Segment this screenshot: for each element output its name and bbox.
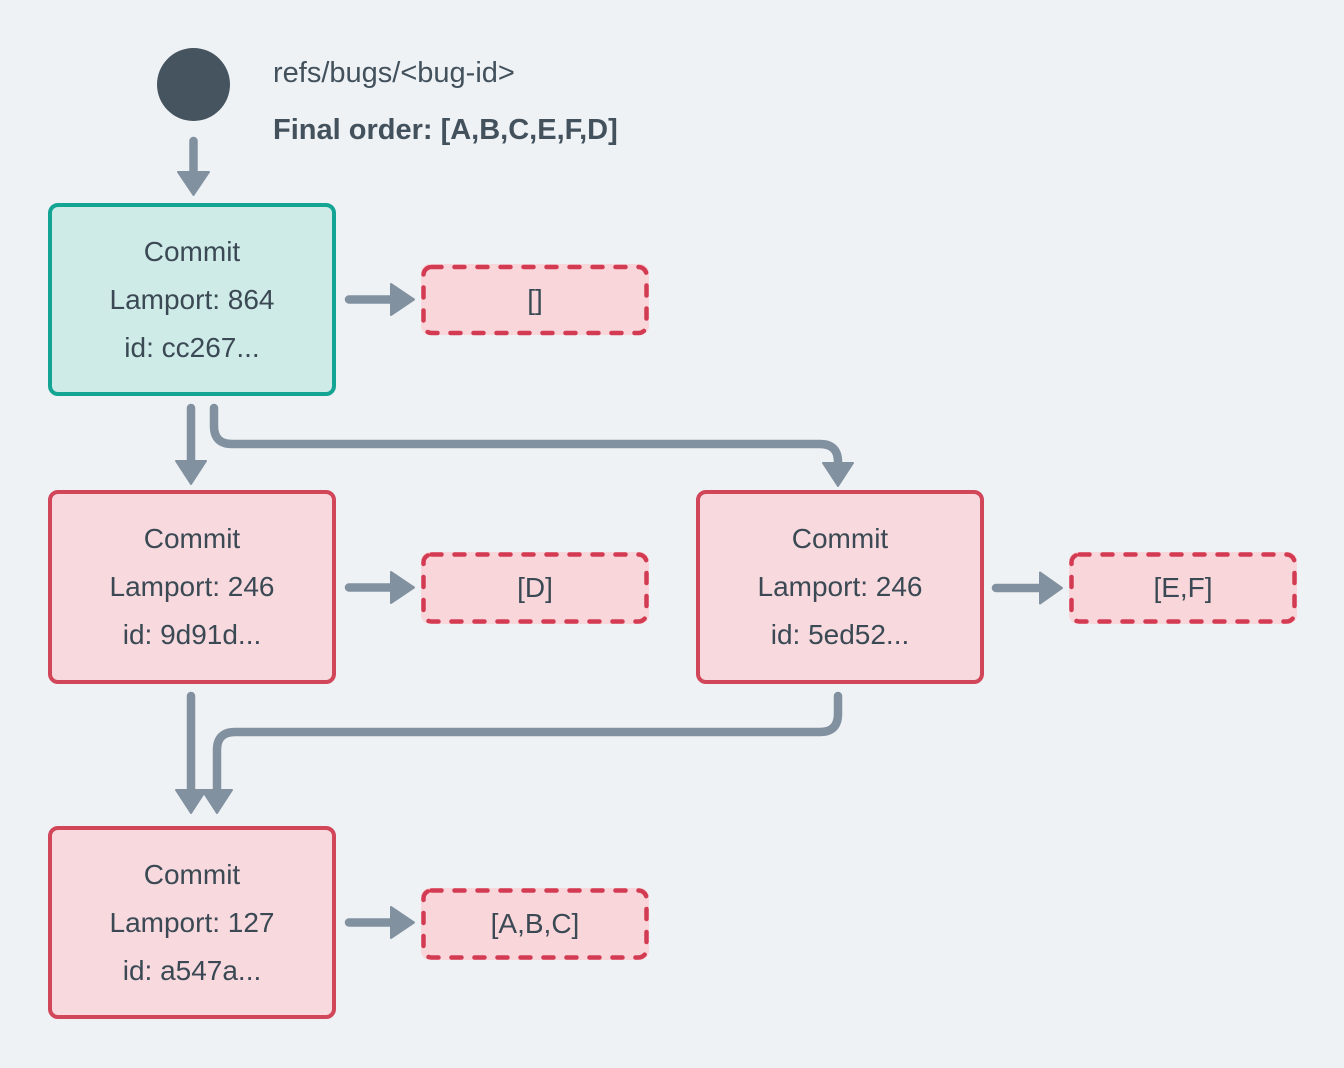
operations-list-root: [] <box>421 264 649 336</box>
ref-name-label: refs/bugs/<bug-id> <box>273 57 515 89</box>
dashed-border <box>421 552 649 624</box>
operations-value: [E,F] <box>1153 572 1213 603</box>
arrow-root-to-ops <box>344 283 415 316</box>
dashed-border <box>421 264 649 336</box>
operations-list-left: [D] <box>421 552 649 624</box>
dashed-border <box>421 888 649 960</box>
operations-list-bottom: [A,B,C] <box>421 888 649 960</box>
arrow-root-to-right <box>209 403 854 487</box>
commit-node-bottom: Commit Lamport: 127 id: a547a... <box>48 826 336 1019</box>
arrow-left-to-ops <box>344 571 415 604</box>
commit-title: Commit <box>143 858 241 890</box>
commit-title: Commit <box>143 235 241 267</box>
arrow-root-to-left <box>175 403 207 485</box>
commit-id: id: cc267... <box>124 331 260 363</box>
commit-id: id: 5ed52... <box>770 619 910 650</box>
commit-lamport: Lamport: 127 <box>109 906 275 938</box>
arrow-right-to-bottom <box>201 691 843 814</box>
final-order-label: Final order: [A,B,C,E,F,D] <box>273 114 618 146</box>
arrow-right-to-ops <box>991 571 1063 605</box>
commit-id: id: a547a... <box>122 954 262 986</box>
commit-lamport: Lamport: 246 <box>109 571 275 602</box>
commit-node-left: Commit Lamport: 246 id: 9d91d... <box>48 490 336 684</box>
arrow-ref-to-root <box>177 136 210 196</box>
arrow-left-to-bottom <box>175 691 207 814</box>
commit-node-root: Commit Lamport: 864 id: cc267... <box>48 203 336 396</box>
commit-title: Commit <box>143 523 241 554</box>
commit-title: Commit <box>791 523 889 554</box>
commit-id: id: 9d91d... <box>122 619 262 650</box>
commit-lamport: Lamport: 246 <box>757 571 923 602</box>
operations-value: [] <box>527 283 543 315</box>
dashed-border <box>1069 552 1297 624</box>
operations-value: [A,B,C] <box>490 908 580 939</box>
ref-head-circle <box>157 48 230 121</box>
operations-value: [D] <box>517 572 553 603</box>
commit-lamport: Lamport: 864 <box>109 283 275 315</box>
commit-node-right: Commit Lamport: 246 id: 5ed52... <box>696 490 984 684</box>
operations-list-right: [E,F] <box>1069 552 1297 624</box>
arrow-bottom-to-ops <box>344 906 415 939</box>
